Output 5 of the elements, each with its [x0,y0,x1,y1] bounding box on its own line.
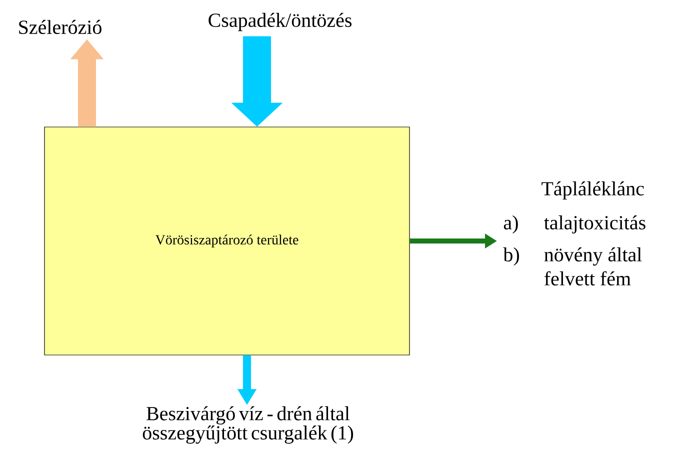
label-text: Beszivárgó víz - drén által összegyűjtött csurgalék (1) [142,406,354,444]
label-text: Szélerózió [19,20,102,34]
food-chain-list: Tápláléklánc a) talajtoxicitás b) növény által felvett fém [503,181,646,286]
area-box: Vörösiszaptározó területe [44,126,410,356]
label-text: Csapadék/öntözés [208,12,352,32]
